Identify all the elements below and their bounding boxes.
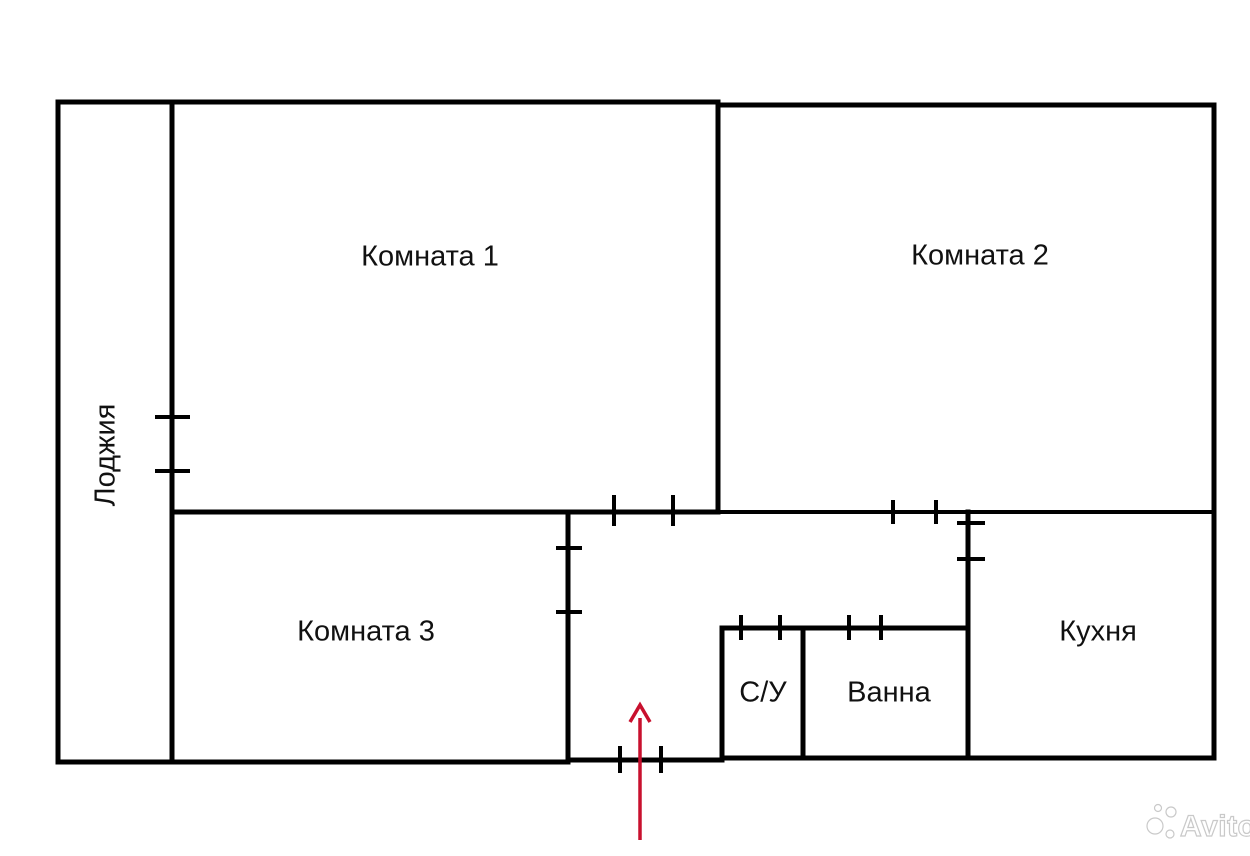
room-3-label: Комната 3 — [297, 616, 435, 648]
watermark-text: Avito — [1180, 810, 1250, 843]
toilet-label: С/У — [739, 677, 787, 709]
interior-walls — [169, 99, 1216, 765]
entrance-arrow-icon — [628, 701, 652, 840]
outer-walls — [169, 99, 1217, 765]
avito-dots-icon — [1146, 803, 1177, 839]
room-1-label: Комната 1 — [361, 241, 499, 273]
watermark: Avito — [1146, 803, 1250, 844]
room-2-label: Комната 2 — [911, 240, 1049, 272]
bath-label: Ванна — [847, 677, 932, 709]
door-marks — [155, 415, 985, 773]
kitchen-label: Кухня — [1059, 616, 1137, 648]
loggia-walls — [55, 99, 175, 765]
loggia-label: Лоджия — [90, 404, 122, 507]
